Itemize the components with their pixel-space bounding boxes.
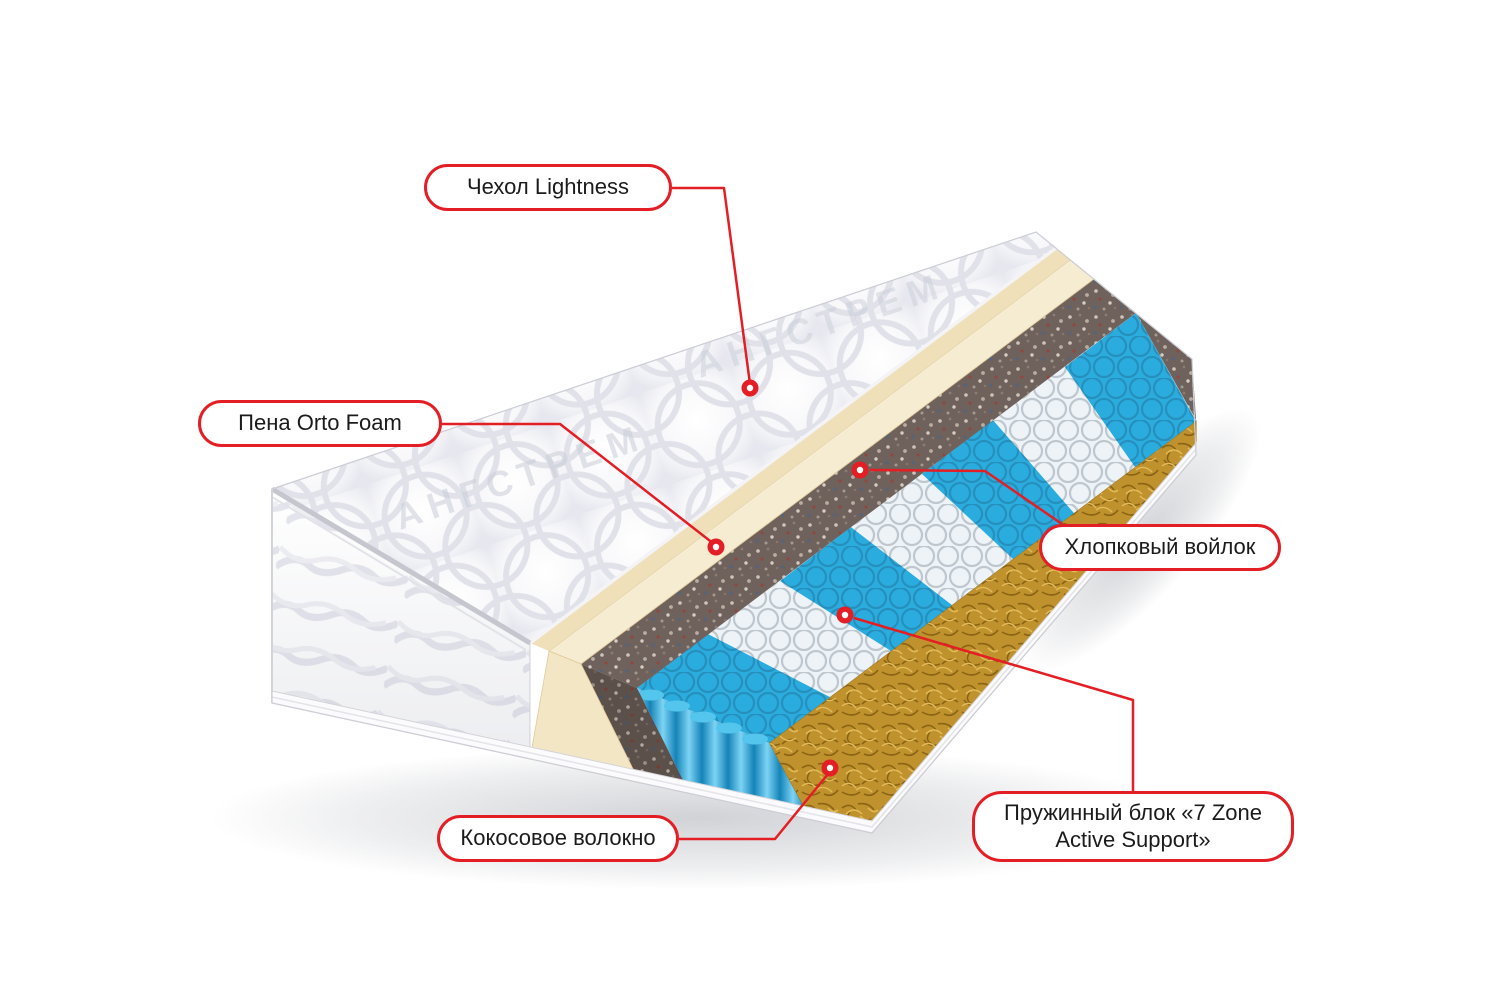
leader-springs <box>853 616 1135 791</box>
callout-label-springs: Пружинный блок «7 Zone Active Support» <box>972 791 1294 862</box>
leader-foam <box>442 422 715 545</box>
coir-callout-dot <box>821 759 839 777</box>
felt-label-text: Хлопковый войлок <box>1064 534 1256 560</box>
spring-block <box>637 313 1196 819</box>
callout-label-coir: Кокосовое волокно <box>437 815 679 862</box>
foam-callout-dot <box>707 538 725 556</box>
spring-front-coils <box>637 688 810 819</box>
callout-label-foam: Пена Orto Foam <box>198 400 442 447</box>
callout-label-felt: Хлопковый войлок <box>1039 524 1281 571</box>
springs-label-text: Пружинный блок «7 Zone Active Support» <box>1004 799 1262 852</box>
leader-cover <box>672 186 752 385</box>
coir-label-text: Кокосовое волокно <box>460 825 656 851</box>
felt-layer <box>581 279 1196 794</box>
mattress-outline <box>271 231 1197 834</box>
cover-label-text: Чехол Lightness <box>466 174 630 200</box>
leader-felt <box>869 468 1063 526</box>
springs-callout-dot <box>836 606 854 624</box>
felt-callout-dot <box>851 461 869 479</box>
side-piping-seam <box>270 486 532 646</box>
callout-label-cover: Чехол Lightness <box>424 164 672 211</box>
leader-coir <box>679 773 829 841</box>
felt-cut-face <box>581 664 690 794</box>
mattress-side-panel <box>270 486 532 760</box>
foam-rolled-rim <box>530 248 1070 651</box>
callout-leaders <box>442 186 1135 841</box>
cover-callout-dot <box>741 379 759 397</box>
foam-layer <box>529 248 1095 784</box>
felt-top <box>581 279 1136 688</box>
spring-coil-texture <box>637 313 1196 743</box>
foam-label-text: Пена Orto Foam <box>238 410 402 436</box>
callout-dots <box>707 379 869 777</box>
felt-drape-edge <box>1094 279 1196 420</box>
